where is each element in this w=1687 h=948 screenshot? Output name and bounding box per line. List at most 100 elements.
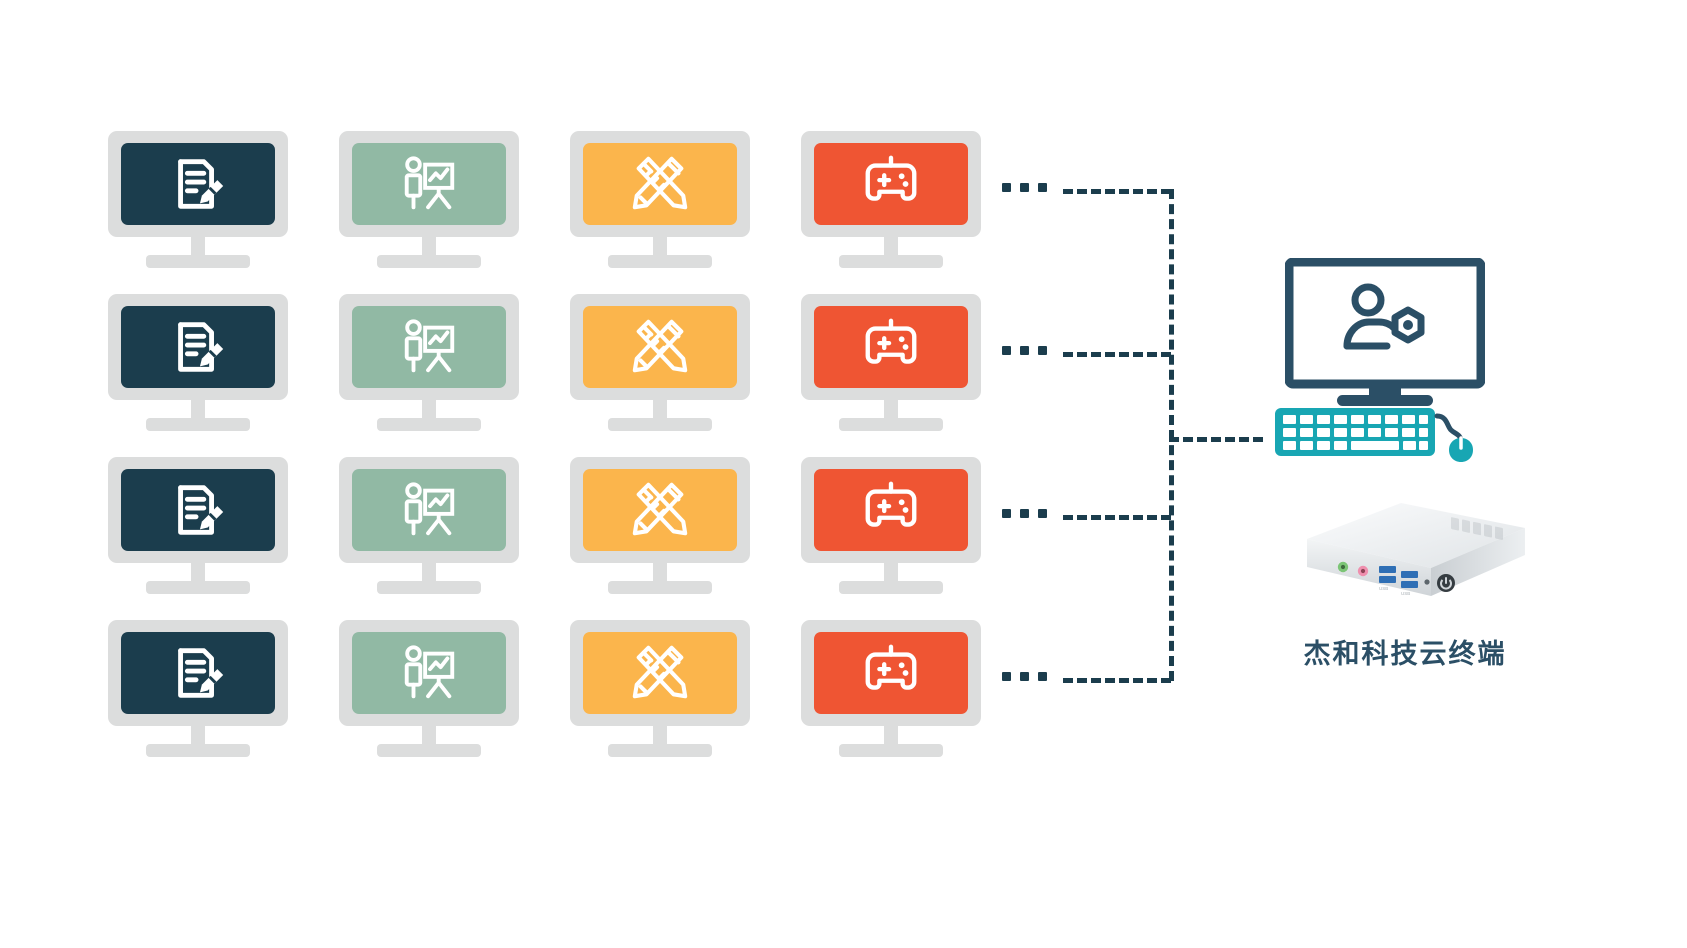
monitor-screen — [814, 632, 968, 714]
client-monitor-game[interactable] — [801, 131, 981, 271]
game-controller-icon — [860, 153, 922, 215]
svg-text:USB: USB — [1401, 591, 1410, 596]
client-monitor-design[interactable] — [570, 457, 750, 597]
ellipsis-dot — [1038, 672, 1047, 681]
client-monitor-game[interactable] — [801, 457, 981, 597]
pencil-ruler-icon — [629, 479, 691, 541]
game-controller-icon — [860, 642, 922, 704]
cloud-terminal-label: 杰和科技云终端 — [1303, 639, 1507, 670]
mini-pc-front — [1307, 539, 1431, 596]
mouse-body — [1449, 438, 1473, 462]
monitor-screen — [121, 306, 275, 388]
monitor-base — [839, 418, 943, 431]
connector-trunk — [1169, 189, 1174, 681]
monitor-neck — [884, 237, 898, 259]
client-monitor-document[interactable] — [108, 620, 288, 760]
client-monitor-presentation[interactable] — [339, 294, 519, 434]
monitor-neck — [191, 237, 205, 259]
monitor-base — [377, 744, 481, 757]
monitor-neck — [422, 400, 436, 422]
monitor-base — [146, 581, 250, 594]
monitor-neck — [422, 726, 436, 748]
usb-port-4 — [1401, 581, 1418, 588]
pencil-ruler-icon — [629, 642, 691, 704]
monitor-neck — [884, 400, 898, 422]
monitor-neck — [191, 726, 205, 748]
monitor-neck — [422, 563, 436, 585]
connector-branch-row3 — [1063, 515, 1171, 520]
pencil-ruler-icon — [629, 316, 691, 378]
presentation-teacher-icon — [398, 316, 460, 378]
client-monitor-design[interactable] — [570, 131, 750, 271]
monitor-screen — [814, 469, 968, 551]
game-controller-icon — [860, 479, 922, 541]
server-keyboard-mouse[interactable] — [1275, 402, 1485, 467]
ellipsis-dot — [1020, 183, 1029, 192]
monitor-screen — [583, 143, 737, 225]
monitor-base — [377, 255, 481, 268]
mini-pc-device[interactable]: USB USB — [1275, 495, 1525, 620]
cloud-terminal-group[interactable]: USB USB 杰和科技云终端 — [1275, 250, 1535, 690]
client-monitor-game[interactable] — [801, 620, 981, 760]
client-monitor-game[interactable] — [801, 294, 981, 434]
client-monitor-presentation[interactable] — [339, 457, 519, 597]
monitor-base — [839, 255, 943, 268]
monitor-neck — [653, 563, 667, 585]
usb-port-1 — [1379, 566, 1396, 573]
monitor-neck — [191, 563, 205, 585]
monitor-screen — [583, 469, 737, 551]
monitor-base — [377, 581, 481, 594]
document-edit-icon — [167, 153, 229, 215]
connector-branch-row4 — [1063, 678, 1171, 683]
server-monitor[interactable] — [1284, 257, 1486, 413]
ellipsis-dot — [1038, 346, 1047, 355]
pencil-ruler-icon — [629, 153, 691, 215]
client-monitor-design[interactable] — [570, 294, 750, 434]
client-monitor-design[interactable] — [570, 620, 750, 760]
monitor-neck — [422, 237, 436, 259]
monitor-base — [146, 744, 250, 757]
monitor-screen — [583, 632, 737, 714]
row-ellipsis — [1002, 346, 1047, 355]
monitor-neck — [884, 726, 898, 748]
row-ellipsis — [1002, 509, 1047, 518]
row-ellipsis — [1002, 672, 1047, 681]
client-monitor-presentation[interactable] — [339, 620, 519, 760]
client-monitor-document[interactable] — [108, 457, 288, 597]
presentation-teacher-icon — [398, 479, 460, 541]
monitor-screen — [352, 143, 506, 225]
ellipsis-dot — [1002, 183, 1011, 192]
usb-port-2 — [1379, 576, 1396, 583]
monitor-base — [608, 581, 712, 594]
monitor-base — [608, 418, 712, 431]
monitor-screen — [352, 632, 506, 714]
monitor-base — [146, 255, 250, 268]
mini-pc-top — [1307, 503, 1525, 568]
monitor-base — [608, 744, 712, 757]
mouse-cable — [1434, 413, 1464, 445]
ellipsis-dot — [1002, 346, 1011, 355]
ellipsis-dot — [1038, 183, 1047, 192]
monitor-base — [377, 418, 481, 431]
ellipsis-dot — [1020, 509, 1029, 518]
usb-port-3 — [1401, 571, 1418, 578]
svg-text:USB: USB — [1379, 586, 1388, 591]
row-ellipsis — [1002, 183, 1047, 192]
client-monitor-document[interactable] — [108, 294, 288, 434]
connector-branch-row2 — [1063, 352, 1171, 357]
connector-to-server — [1169, 437, 1263, 442]
ellipsis-dot — [1002, 672, 1011, 681]
monitor-screen — [121, 143, 275, 225]
monitor-screen — [814, 143, 968, 225]
client-monitor-document[interactable] — [108, 131, 288, 271]
ellipsis-dot — [1020, 346, 1029, 355]
monitor-screen — [121, 632, 275, 714]
client-monitor-presentation[interactable] — [339, 131, 519, 271]
monitor-base — [608, 255, 712, 268]
monitor-screen — [352, 306, 506, 388]
ellipsis-dot — [1002, 509, 1011, 518]
monitor-neck — [653, 400, 667, 422]
monitor-screen — [583, 306, 737, 388]
monitor-base — [839, 581, 943, 594]
